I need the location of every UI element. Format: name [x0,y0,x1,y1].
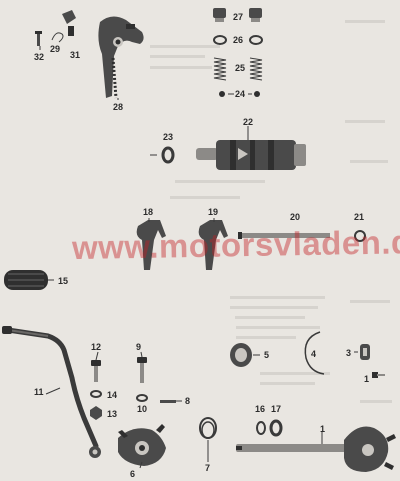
label-32: 32 [34,52,44,62]
label-22: 21 [354,212,364,222]
part-32-pin [35,31,42,46]
part-1-kickstart-shaft [236,426,396,472]
part-29-selector-quadrant [98,16,144,99]
label-20: 19 [208,207,218,217]
part-12-kickstart-lever [2,326,101,458]
label-12: 11 [34,387,44,397]
label-5: 4 [311,349,316,359]
label-25: 24 [235,89,245,99]
part-18-washer [269,419,283,437]
label-13: 12 [91,342,101,352]
label-30: 29 [50,44,60,54]
part-9-pin [160,400,182,403]
part-5-circlip [304,331,325,375]
part-labels: 32 29 31 28 27 26 25 24 23 22 18 19 20 2… [34,12,369,479]
label-24: 23 [163,132,173,142]
part-7-return-spring [199,417,217,455]
part-11-washer [136,394,148,402]
part-4-bush [354,344,370,360]
part-27-sealing-rings [213,35,263,45]
label-18: 17 [271,404,281,414]
label-4: 3 [346,348,351,358]
part-20-selector-fork [198,220,228,270]
label-1-shaft: 1 [320,424,325,434]
part-31-cam-lever [62,10,76,36]
part-13-bolt [91,360,101,382]
label-11: 10 [137,404,147,414]
label-10: 9 [136,342,141,352]
part-25-detent-balls [219,91,260,97]
label-9: 8 [185,396,190,406]
part-23-selector-drum [196,140,306,170]
label-29: 28 [113,102,123,112]
label-7: 7 [205,463,210,473]
part-10-bolt [137,357,147,383]
part-3-screw [372,372,385,378]
label-26: 25 [235,63,245,73]
part-19-selector-fork [136,220,166,270]
part-22-ring [354,230,366,242]
part-15-washer [90,390,102,398]
label-16: 15 [58,276,68,286]
part-26-springs [213,57,263,81]
part-30-spring-clip [51,32,64,43]
label-14: 13 [107,409,117,419]
label-21: 20 [290,212,300,222]
part-14-nut [90,406,102,420]
watermark-text: www.motorsvladen.de [71,222,400,267]
label-6: 5 [264,350,269,360]
label-17: 16 [255,404,265,414]
part-21-fork-shaft [238,232,330,239]
label-19: 18 [143,207,153,217]
leader-lines [39,46,323,469]
part-8-ratchet [118,424,166,466]
label-15: 14 [107,390,117,400]
part-24-washer [150,146,175,164]
label-3: 1 [364,374,369,384]
label-23: 22 [243,117,253,127]
part-28-plugs [213,8,262,22]
label-28: 27 [233,12,243,22]
part-17-washer [256,421,266,435]
part-16-rubber-grip [4,270,54,290]
label-8: 6 [130,469,135,479]
part-6-bushing [230,343,260,367]
label-31: 31 [70,50,80,60]
label-27: 26 [233,35,243,45]
